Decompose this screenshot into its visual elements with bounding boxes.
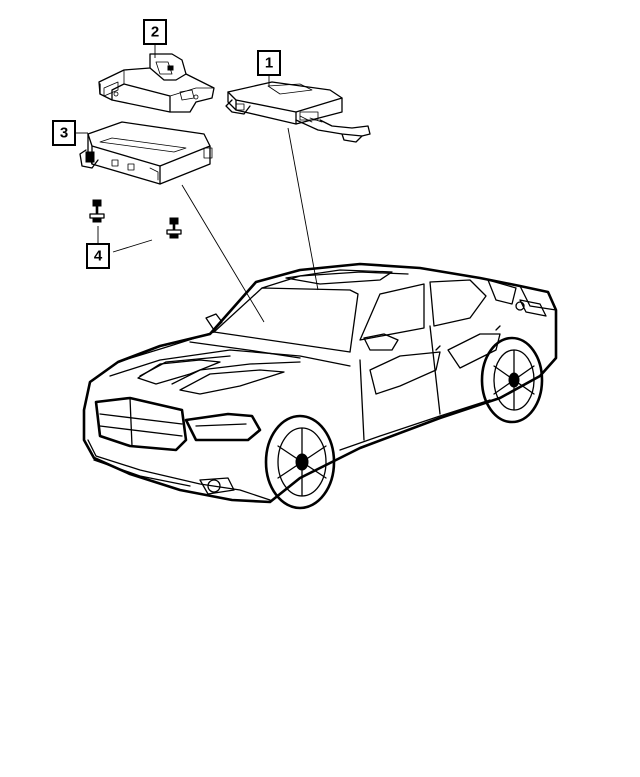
leader-1 (287, 127, 319, 291)
screw-right (166, 217, 182, 239)
leader-4 (112, 239, 153, 253)
callout-1: 1 (257, 50, 281, 76)
callout-2: 2 (143, 19, 167, 45)
callout-3-label: 3 (60, 125, 68, 142)
module-3-part (79, 121, 213, 185)
leader-3 (181, 184, 265, 323)
module-1-part (225, 81, 371, 143)
bracket-part (98, 53, 215, 113)
callout-2-label: 2 (151, 24, 159, 41)
callout-1-label: 1 (265, 55, 273, 72)
callout-4-label: 4 (94, 248, 103, 265)
leader-lines (75, 44, 319, 323)
callout-3: 3 (52, 120, 76, 146)
car-illustration (82, 262, 558, 510)
screw-left (89, 199, 105, 223)
screws-part (89, 199, 182, 239)
callout-4: 4 (86, 243, 110, 269)
